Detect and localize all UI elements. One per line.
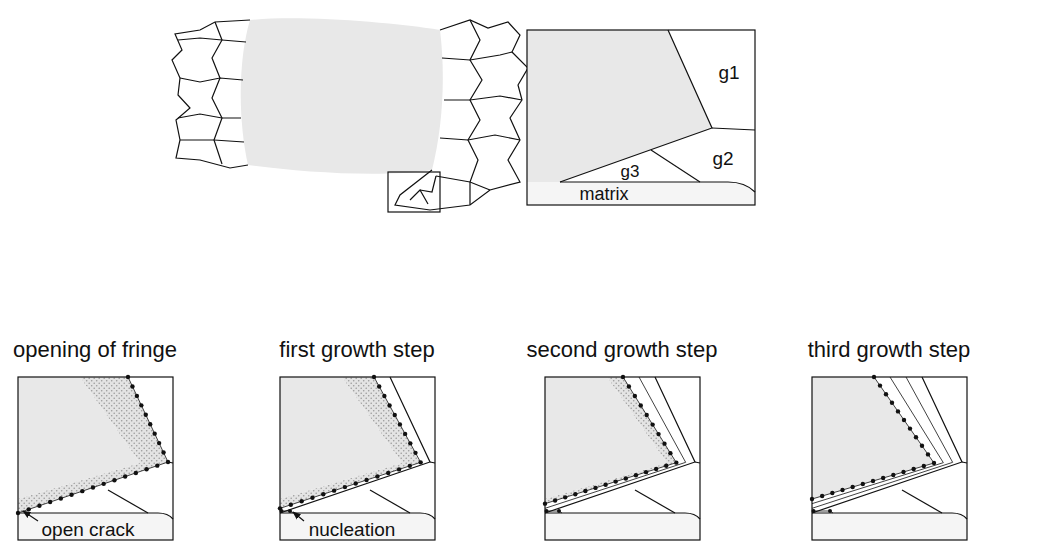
- leader-arrow: [23, 511, 38, 521]
- panel-title: second growth step: [527, 339, 718, 361]
- matrix-label: matrix: [580, 185, 629, 203]
- panel-title: first growth step: [279, 339, 434, 361]
- growth-panel: [810, 375, 967, 540]
- grain-label: g2: [712, 149, 733, 168]
- growth-panel: [16, 375, 173, 540]
- leader-arrow: [293, 512, 304, 521]
- panel-title: third growth step: [808, 339, 971, 361]
- growth-panel: [543, 375, 700, 540]
- fringe-sketch: [172, 18, 528, 212]
- inset-grains: [527, 30, 755, 205]
- callout-label: nucleation: [309, 520, 396, 539]
- growth-panel: [278, 375, 435, 540]
- panel-title: opening of fringe: [13, 339, 177, 361]
- grain-label: g3: [621, 163, 640, 180]
- grain-label: g1: [718, 63, 739, 82]
- callout-label: open crack: [42, 520, 135, 539]
